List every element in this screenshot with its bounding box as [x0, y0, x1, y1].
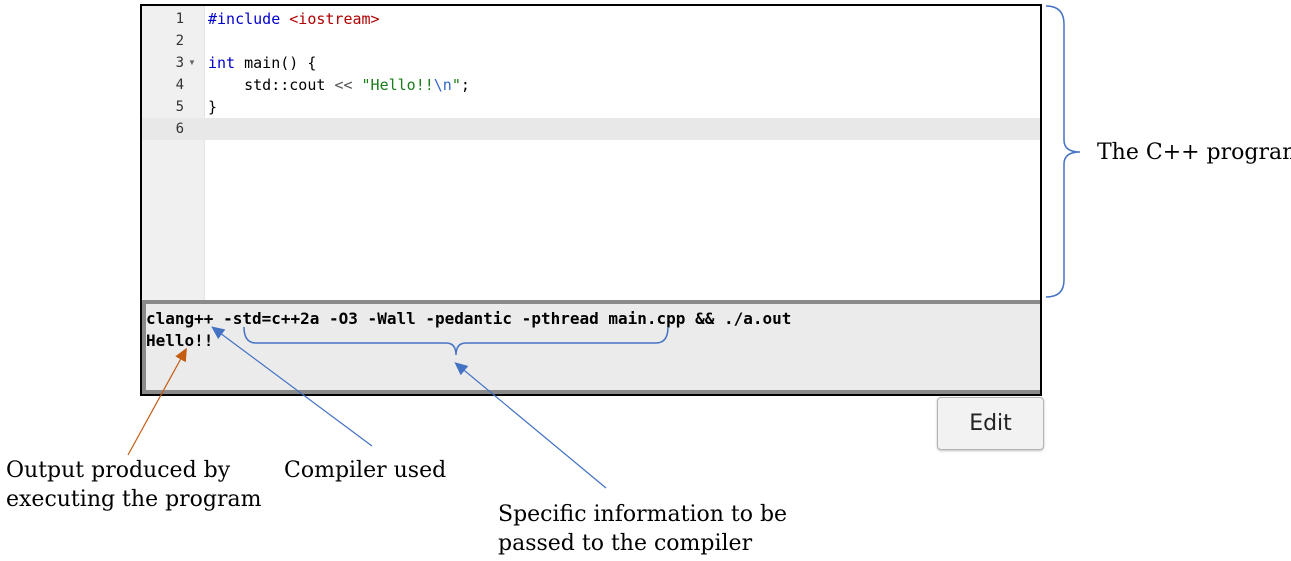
line-number: 2: [175, 33, 184, 49]
flags-annotation-line2: passed to the compiler: [498, 531, 753, 556]
code-line[interactable]: std::cout << "Hello!!\n";: [208, 74, 470, 96]
code-token: "Hello!!: [361, 76, 434, 94]
compiler-annotation: Compiler used: [284, 458, 447, 483]
edit-button[interactable]: Edit: [937, 397, 1044, 450]
code-token: main() {: [235, 54, 317, 72]
fold-arrow-icon[interactable]: ▼: [188, 58, 196, 67]
flags-annotation-line1: Specific information to be: [498, 502, 788, 527]
code-token: ;: [460, 76, 470, 94]
line-number: 5: [175, 99, 184, 115]
code-token: }: [208, 98, 218, 116]
console-output-panel: clang++ -std=c++2a -O3 -Wall -pedantic -…: [142, 300, 1040, 394]
line-number: 1: [175, 11, 184, 27]
code-token: std::cout: [208, 76, 335, 94]
code-runner-frame: 1 2 3 ▼ 4 5 6 #include <iostream> int ma…: [140, 4, 1042, 396]
line-number: 4: [175, 77, 184, 93]
code-token: [353, 76, 362, 94]
code-editor[interactable]: 1 2 3 ▼ 4 5 6 #include <iostream> int ma…: [142, 6, 1040, 300]
code-token: <iostream>: [289, 10, 380, 28]
gutter-divider: [204, 6, 205, 300]
code-line[interactable]: #include <iostream>: [208, 8, 380, 30]
line-number-gutter: [142, 6, 204, 300]
code-token: #include: [208, 10, 290, 28]
active-line-highlight: [142, 118, 1040, 140]
output-annotation-line2: executing the program: [6, 487, 262, 512]
line-number: 3: [175, 55, 184, 71]
console-output: Hello!!: [146, 331, 214, 350]
program-bracket: [1045, 5, 1081, 298]
code-token: <<: [334, 76, 353, 94]
code-token: int: [208, 54, 236, 72]
code-token: \n: [433, 76, 452, 94]
console-command: clang++ -std=c++2a -O3 -Wall -pedantic -…: [146, 309, 792, 328]
program-annotation: The C++ program: [1097, 140, 1291, 165]
line-number: 6: [175, 121, 184, 137]
code-line[interactable]: int main() {: [208, 52, 316, 74]
output-annotation-line1: Output produced by: [6, 458, 231, 483]
code-line[interactable]: }: [208, 96, 217, 118]
code-token: ": [451, 76, 461, 94]
